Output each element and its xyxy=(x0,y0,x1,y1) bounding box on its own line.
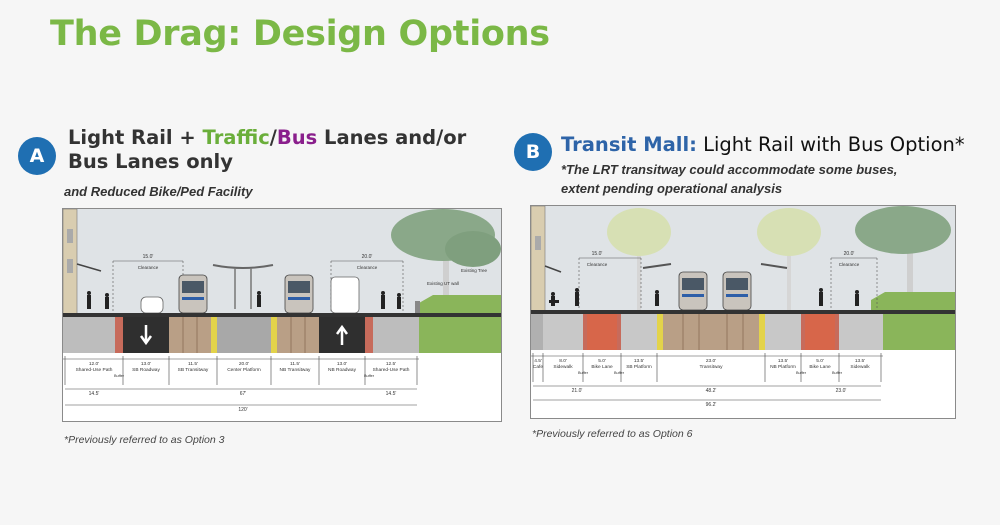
option-b-heading-accent: Transit Mall: xyxy=(561,133,697,156)
b-shelter-sb xyxy=(642,263,672,269)
b-buffer-label-3: Buffer xyxy=(796,371,807,375)
a-buffer-label-1: Buffer xyxy=(114,374,125,378)
a-bus-nb xyxy=(330,276,360,314)
option-b-heading-rest: Light Rail with Bus Option* xyxy=(696,133,965,156)
b-lane-width-2: 5.0' xyxy=(598,358,606,364)
a-southbound-arrow xyxy=(139,325,153,346)
option-a-heading-part1: Light Rail + xyxy=(68,126,203,149)
b-buffer-label-4: Buffer xyxy=(832,371,843,375)
a-lane-width-6: 12.5' xyxy=(386,361,396,367)
option-a-heading-part2: Lanes and/or xyxy=(317,126,467,149)
b-lane-width-5: 13.5' xyxy=(778,358,788,364)
b-shelter-nb xyxy=(760,263,788,269)
a-lane-width-5: 13.0' xyxy=(337,361,347,367)
a-car-sb xyxy=(140,296,164,314)
b-lane-width-1: 8.0' xyxy=(559,358,567,364)
a-callout-wall: Existing UT wall xyxy=(427,281,459,286)
a-subtotal-1: 67' xyxy=(240,391,247,397)
option-a-cross-section: 15.0' Clearance 20.0' Clearance Existing… xyxy=(62,208,502,422)
a-clearance-1: 15.0' xyxy=(143,254,154,260)
b-lane-label-1: Sidewalk xyxy=(553,364,573,370)
option-a-heading-line2: Bus Lanes only xyxy=(68,150,233,173)
a-lane-width-2: 11.5' xyxy=(188,361,198,367)
a-pedestrians xyxy=(87,291,401,309)
b-clearance-2: 20.0' xyxy=(844,251,855,257)
b-lane-label-2: Bike Lane xyxy=(591,364,613,370)
b-lane-width-0: 4.5' xyxy=(534,358,542,364)
a-lane-label-2: SB Transitway xyxy=(178,367,209,373)
a-northbound-arrow xyxy=(335,324,349,345)
b-subtotal-1: 48.2' xyxy=(706,388,717,394)
b-lane-label-6: Bike Lane xyxy=(809,364,831,370)
b-lane-width-4: 23.0' xyxy=(706,358,716,364)
a-lane-width-4: 11.5' xyxy=(290,361,300,367)
option-a-badge: A xyxy=(18,137,56,175)
b-lane-width-6: 5.0' xyxy=(816,358,824,364)
option-a-diagram-svg: 15.0' Clearance 20.0' Clearance Existing… xyxy=(63,209,501,413)
a-total-width: 120' xyxy=(238,407,247,413)
b-pedestrians xyxy=(549,288,859,306)
b-lane-label-5: NB Platform xyxy=(770,364,796,370)
a-platform-canopy xyxy=(212,264,274,309)
b-buffer-label-2: Buffer xyxy=(614,371,625,375)
a-lane-width-1: 13.0' xyxy=(141,361,151,367)
a-lane-label-6: Shared-Use Path xyxy=(373,367,410,373)
option-a-heading-bus: Bus xyxy=(276,126,318,149)
b-lane-width-7: 13.5' xyxy=(855,358,865,364)
a-lane-label-4: NB Transitway xyxy=(280,367,312,373)
b-total-width: 96.2' xyxy=(706,402,717,408)
a-callout-tree: Existing Tree xyxy=(461,268,488,273)
a-lane-label-1: SB Roadway xyxy=(132,367,160,373)
b-clearance-1: 15.0' xyxy=(592,251,603,257)
option-b-note-line2: extent pending operational analysis xyxy=(561,181,783,196)
b-subtotal-2: 23.0' xyxy=(836,388,847,394)
a-lane-label-5: NB Roadway xyxy=(328,367,357,373)
option-a-heading: Light Rail + Traffic/Bus Lanes and/or Bu… xyxy=(68,126,466,174)
b-lane-label-4: Transitway xyxy=(699,364,723,370)
option-b-diagram-svg: 15.0' Clearance 20.0' Clearance xyxy=(531,206,955,408)
b-clearance-label-1: Clearance xyxy=(587,262,608,267)
b-street-tree-2 xyxy=(757,208,821,310)
a-lane-width-0: 12.0' xyxy=(89,361,99,367)
a-clearance-label-2: Clearance xyxy=(357,265,378,270)
b-lane-label-3: SB Platform xyxy=(626,364,652,370)
b-lane-width-3: 13.5' xyxy=(634,358,644,364)
slide-title: The Drag: Design Options xyxy=(50,14,550,54)
option-b-footnote: *Previously referred to as Option 6 xyxy=(532,428,693,440)
a-train-sb xyxy=(178,274,208,314)
a-buffer-label-2: Buffer xyxy=(364,374,375,378)
option-a-heading-traffic: Traffic xyxy=(202,126,270,149)
a-subtotal-0: 14.5' xyxy=(89,391,100,397)
option-a-subnote: and Reduced Bike/Ped Facility xyxy=(64,184,253,199)
option-b-heading: Transit Mall: Light Rail with Bus Option… xyxy=(561,133,965,157)
b-buffer-label-1: Buffer xyxy=(578,371,589,375)
a-subtotal-2: 14.5' xyxy=(386,391,397,397)
b-street-tree-1 xyxy=(607,208,671,310)
b-lane-label-0: Cafe xyxy=(533,364,543,370)
a-clearance-label-1: Clearance xyxy=(138,265,159,270)
b-existing-tree xyxy=(855,206,951,300)
b-train-nb xyxy=(722,271,752,311)
a-lane-label-0: Shared-Use Path xyxy=(76,367,113,373)
b-clearance-label-2: Clearance xyxy=(839,262,860,267)
b-lane-label-7: Sidewalk xyxy=(850,364,870,370)
a-lane-label-3: Center Platform xyxy=(227,367,261,373)
b-subtotal-0: 21.0' xyxy=(572,388,583,394)
option-b-note: *The LRT transitway could accommodate so… xyxy=(561,160,897,198)
option-b-badge: B xyxy=(514,133,552,171)
b-train-sb xyxy=(678,271,708,311)
option-a-heading-slash: / xyxy=(269,126,277,149)
option-a-footnote: *Previously referred to as Option 3 xyxy=(64,434,225,446)
option-b-cross-section: 15.0' Clearance 20.0' Clearance xyxy=(530,205,956,419)
a-clearance-2: 20.0' xyxy=(362,254,373,260)
option-b-note-line1: *The LRT transitway could accommodate so… xyxy=(561,162,898,177)
a-train-nb xyxy=(284,274,314,314)
a-lane-width-3: 20.0' xyxy=(239,361,249,367)
